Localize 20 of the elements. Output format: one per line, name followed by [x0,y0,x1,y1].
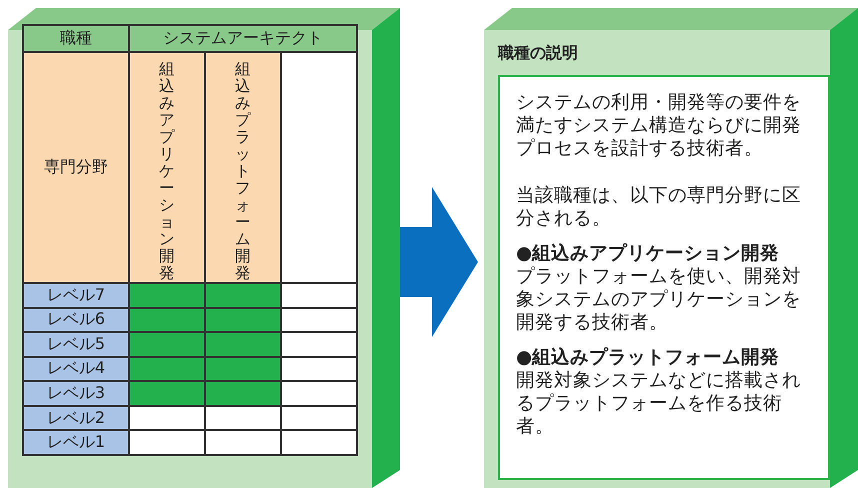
description-text: プラットフォームを使い、開発対象システムのアプリケーションを開発する技術者。 [516,265,802,334]
section-heading: ●組込みプラットフォーム開発 [516,346,780,369]
section-heading: ●組込みアプリケーション開発 [516,242,780,265]
header-cell: 組込みプラットフォーム開発 [205,52,281,283]
header-cell: 職種 [23,25,129,52]
row-header-cell: レベル3 [23,381,129,406]
row-header-cell: レベル7 [23,283,129,308]
header-cell: 専門分野 [23,52,129,283]
row-header-cell: レベル1 [23,430,129,455]
row-header-cell: レベル6 [23,308,129,332]
header-cell: 組込みアプリケーション開発 [129,52,205,283]
description-text: 当該職種は、以下の専門分野に区分される。 [516,184,802,230]
description-text: システムの利用・開発等の要件を満たすシステム構造ならびに開発プロセスを設計する技術者。 [516,91,802,160]
panel-title: 職種の説明 [498,43,578,64]
description-text: 開発対象システムなどに搭載されるプラットフォームを作る技術者。 [516,369,802,438]
header-cell: システムアーキテクト [129,25,357,52]
description-box [498,75,830,480]
row-header-cell: レベル4 [23,356,129,382]
row-header-cell: レベル2 [23,406,129,430]
row-header-cell: レベル5 [23,332,129,357]
